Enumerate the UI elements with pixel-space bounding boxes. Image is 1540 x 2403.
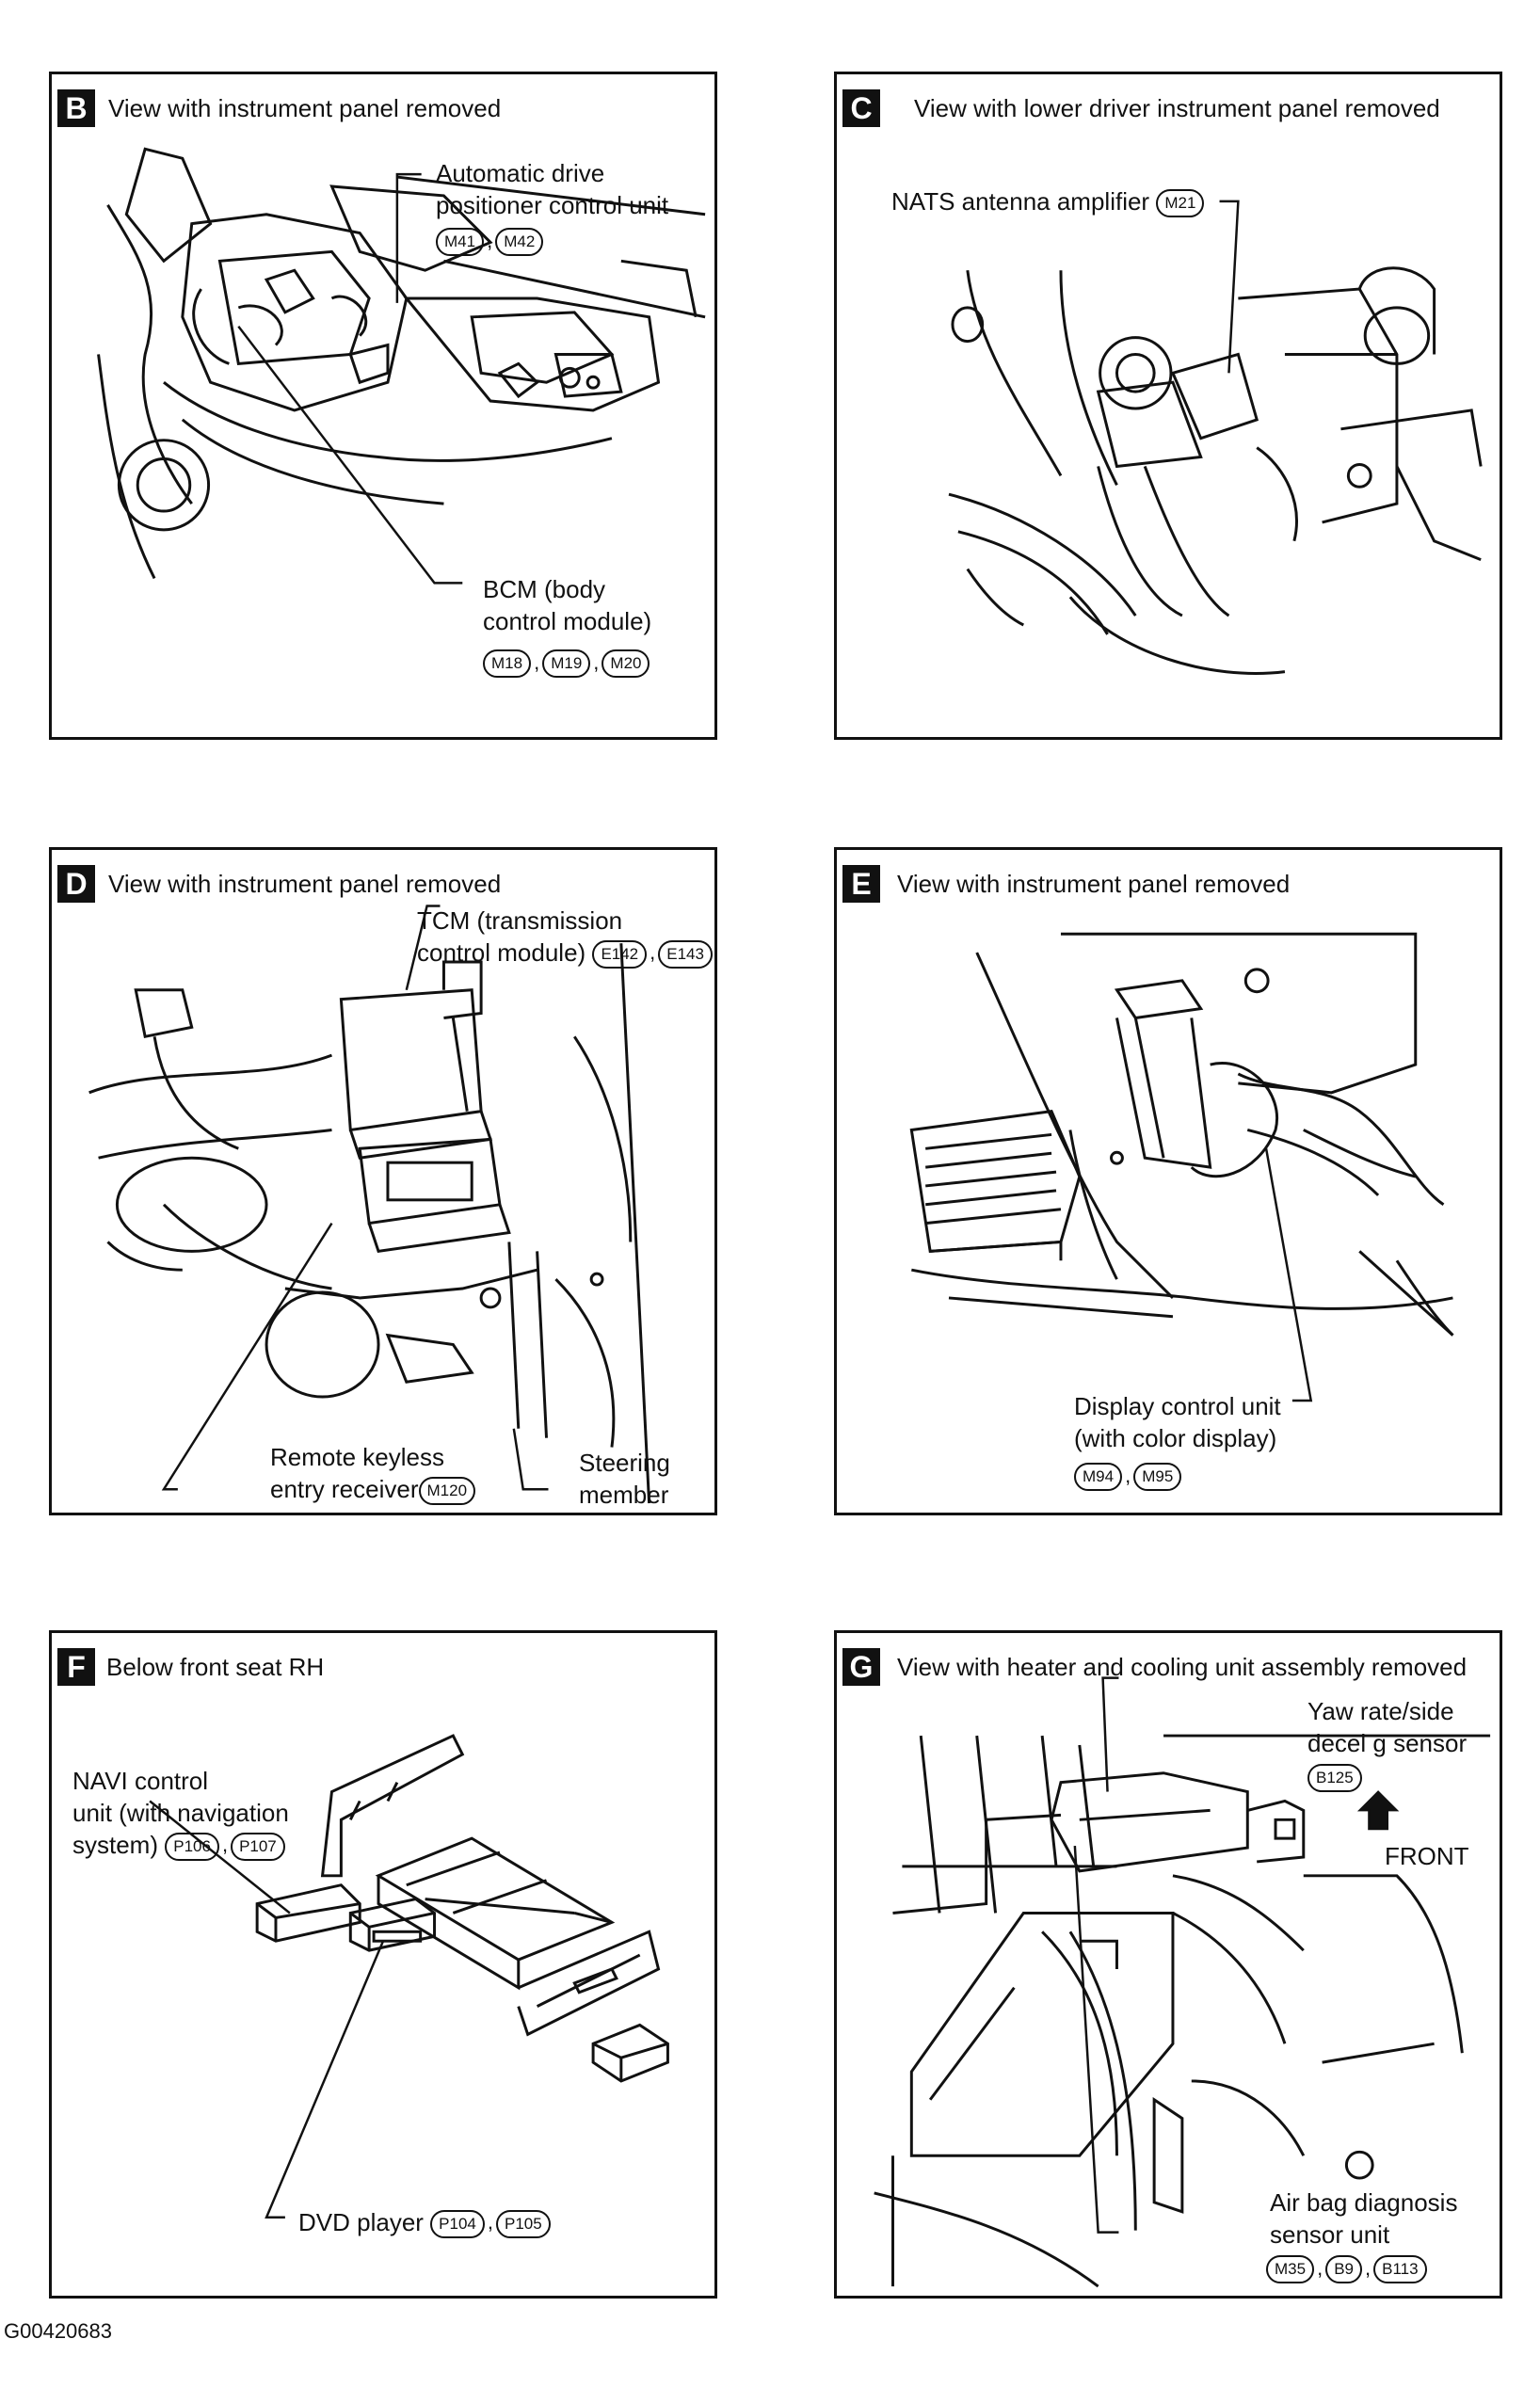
front-arrow-icon: [1356, 1790, 1400, 1831]
connector-badge: B9: [1325, 2255, 1362, 2284]
panel-b-tag: B: [57, 89, 95, 127]
connector-badge: P104: [430, 2210, 485, 2239]
connector-badge: B113: [1373, 2255, 1427, 2284]
tcm-label: TCM (transmission control module) E142,E…: [417, 905, 713, 969]
panel-g: G View with heater and cooling unit asse…: [834, 1630, 1502, 2299]
panel-e: E View with instrument panel removed Dis…: [834, 847, 1502, 1515]
panel-d-illustration: [88, 905, 651, 1504]
connector-badge: E142: [592, 940, 648, 969]
panel-c-tag: C: [842, 89, 880, 127]
panel-c-title: View with lower driver instrument panel …: [914, 94, 1440, 122]
connector-badge: M18: [483, 649, 532, 679]
yaw-rate-sensor-label: Yaw rate/side decel g sensor: [1307, 1697, 1468, 1757]
connector-badge: M95: [1133, 1463, 1182, 1492]
steering-member-label: Steering member: [579, 1449, 670, 1509]
connector-badge: P106: [165, 1833, 219, 1862]
navi-control-unit-label: NAVI control unit (with navigation syste…: [72, 1765, 289, 1862]
nats-antenna-amplifier-label: NATS antenna amplifier M21: [891, 185, 1205, 218]
connector-badge: M42: [495, 228, 544, 257]
adp-control-unit-connectors: M41,M42: [436, 225, 544, 257]
panel-f-illustration: [149, 1734, 669, 2219]
adp-control-unit-label: Automatic drive positioner control unit: [436, 159, 669, 219]
panel-f: F Below front seat RH NAVI control unit …: [49, 1630, 717, 2299]
panel-g-illustration: [874, 1676, 1491, 2288]
panel-e-tag: E: [842, 865, 880, 903]
connector-badge: M21: [1156, 189, 1205, 218]
connector-badge: M19: [542, 649, 591, 679]
connector-badge: M35: [1266, 2255, 1315, 2284]
panel-f-tag: F: [57, 1648, 95, 1686]
connector-badge: P105: [496, 2210, 551, 2239]
figure-id: G00420683: [4, 2319, 112, 2343]
panel-d-tag: D: [57, 865, 95, 903]
panel-f-title: Below front seat RH: [106, 1653, 325, 1681]
panel-e-illustration: [909, 932, 1454, 1402]
dvd-player-label: DVD player P104,P105: [298, 2206, 551, 2239]
bcm-connectors: M18,M19,M20: [483, 647, 650, 679]
connector-badge: P107: [231, 1833, 285, 1862]
airbag-diagnosis-sensor-unit-connectors: M35,B9,B113: [1266, 2252, 1427, 2284]
panel-d-title: View with instrument panel removed: [108, 870, 502, 898]
connector-badge: M94: [1074, 1463, 1123, 1492]
panel-b-title: View with instrument panel removed: [108, 94, 502, 122]
panel-b: B View with instrument panel removed Aut…: [49, 72, 717, 740]
display-control-unit-label: Display control unit (with color display…: [1074, 1392, 1281, 1452]
panel-b-illustration: [97, 147, 706, 585]
panel-c-illustration: [948, 200, 1483, 675]
yaw-rate-sensor-connectors: B125: [1307, 1761, 1362, 1793]
connector-badge: M20: [602, 649, 650, 679]
panel-d: D View with instrument panel removed TCM…: [49, 847, 717, 1515]
display-control-unit-connectors: M94,M95: [1074, 1460, 1182, 1492]
panel-c: C View with lower driver instrument pane…: [834, 72, 1502, 740]
connector-badge: M120: [418, 1477, 476, 1506]
connector-badge: B125: [1307, 1764, 1362, 1793]
panel-g-tag: G: [842, 1648, 880, 1686]
panel-g-title: View with heater and cooling unit assemb…: [897, 1653, 1468, 1681]
connector-badge: E143: [658, 940, 713, 969]
front-label: FRONT: [1385, 1842, 1469, 1870]
airbag-diagnosis-sensor-unit-label: Air bag diagnosis sensor unit: [1270, 2188, 1458, 2249]
bcm-label: BCM (body control module): [483, 575, 652, 635]
panel-e-title: View with instrument panel removed: [897, 870, 1291, 898]
connector-badge: M41: [436, 228, 485, 257]
